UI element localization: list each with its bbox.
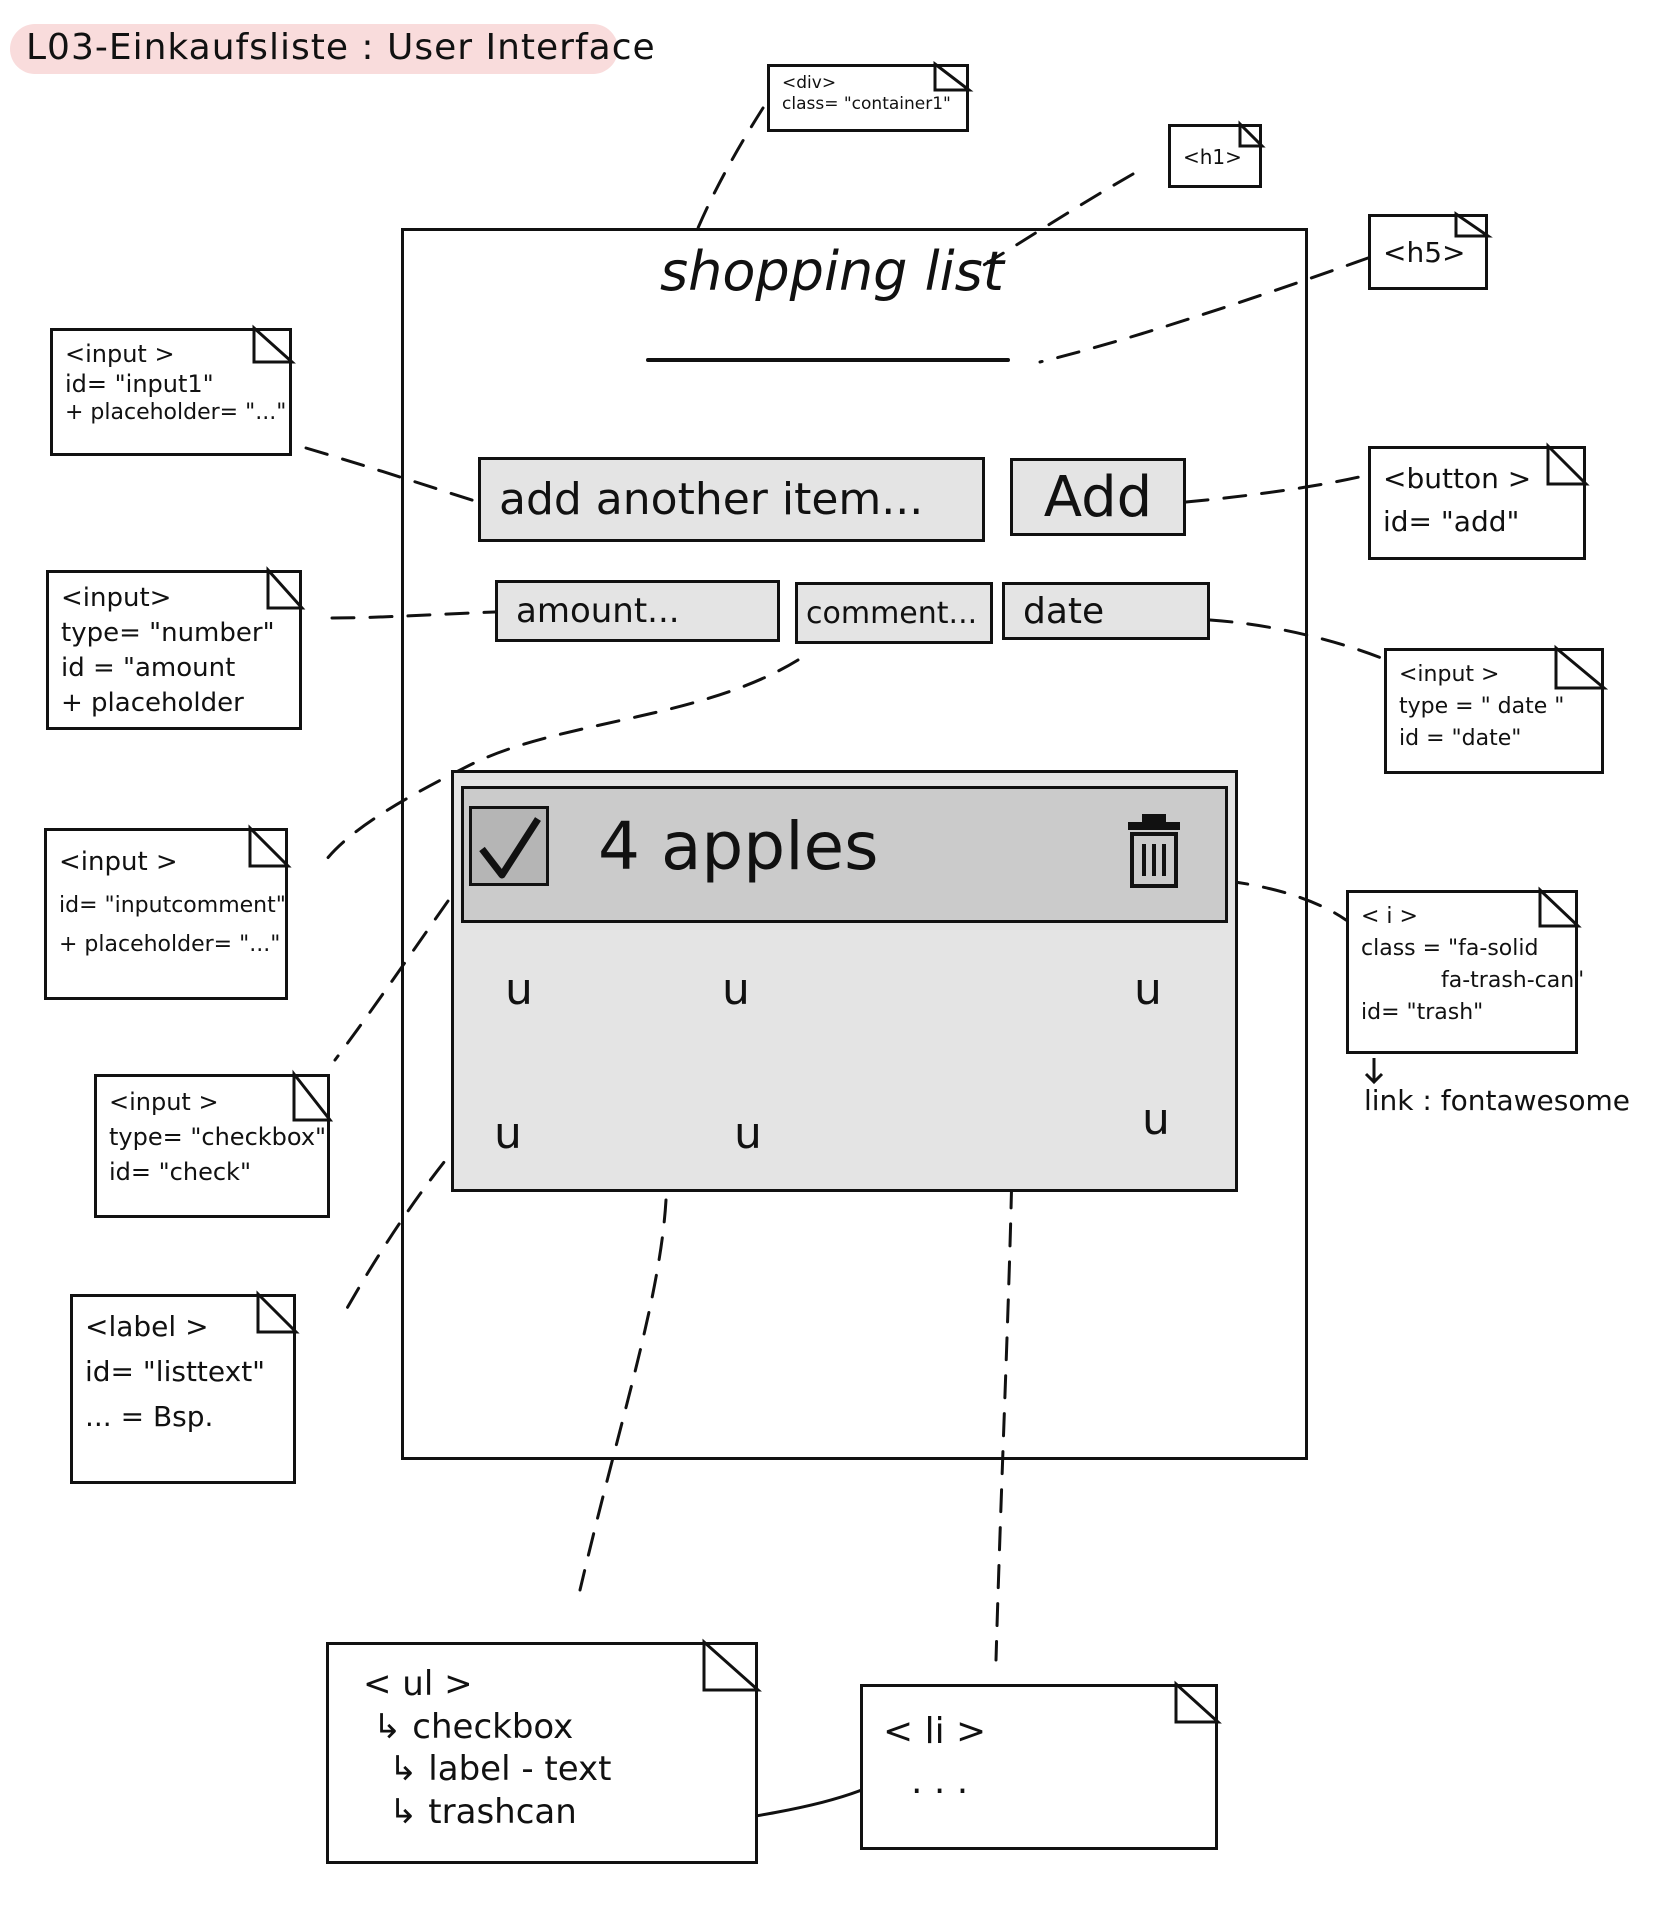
item-label: 4 apples	[598, 808, 879, 885]
note-trash: < i > class = "fa-solid fa-trash-can" id…	[1346, 890, 1585, 1054]
note-line: <input >	[59, 847, 178, 877]
input1-connector	[304, 446, 480, 504]
note-line: + placeholder	[61, 688, 244, 719]
div-connector	[696, 106, 765, 230]
note-line: id = "date"	[1399, 725, 1522, 751]
note-line: type= "number"	[61, 618, 275, 649]
note-input1: <input > id= "input1" + placeholder= "..…	[50, 328, 292, 456]
note-line: . . .	[911, 1761, 969, 1803]
ditto-mark: u	[494, 1108, 522, 1159]
item-input[interactable]: add another item...	[478, 457, 985, 542]
trash-can-icon[interactable]	[1126, 812, 1182, 888]
note-line: type = " date "	[1399, 693, 1565, 719]
note-line: <h1>	[1183, 145, 1242, 169]
note-line: ↳ label - text	[389, 1749, 612, 1789]
amount-connector	[330, 610, 497, 620]
h5-underline	[646, 358, 1010, 362]
title-banner	[10, 24, 618, 74]
note-line: class = "fa-solid	[1361, 935, 1539, 961]
checkbox-connector	[333, 868, 472, 1062]
h5-connector	[1038, 256, 1370, 364]
note-line: id = "amount	[61, 653, 236, 684]
ul-connector	[578, 1198, 668, 1592]
date-input[interactable]: date	[1002, 582, 1210, 640]
add-button[interactable]: Add	[1010, 458, 1186, 536]
note-line: <input >	[1399, 662, 1500, 687]
note-line: <input>	[61, 583, 172, 613]
note-line: + placeholder= "..."	[59, 932, 281, 958]
note-line: id= "add"	[1383, 505, 1520, 539]
note-line: id= "inputcomment"	[59, 892, 286, 918]
note-line: ↳ trashcan	[389, 1791, 577, 1832]
note-li: < li > . . .	[860, 1684, 1218, 1850]
note-line: <label >	[85, 1310, 209, 1343]
page-title: L03-Einkaufsliste : User Interface	[26, 27, 656, 68]
comment-connector	[324, 658, 800, 862]
mockup-heading: shopping list	[660, 240, 1004, 303]
note-checkbox: <input > type= "checkbox" id= "check"	[94, 1074, 330, 1218]
note-line: fa-trash-can"	[1441, 967, 1585, 993]
note-line: id= "trash"	[1361, 999, 1484, 1025]
note-line: < li >	[883, 1711, 987, 1752]
ditto-mark: u	[505, 964, 533, 1015]
ditto-mark: u	[734, 1108, 762, 1159]
note-line: <h5>	[1383, 236, 1466, 269]
note-amount: <input> type= "number" id = "amount + pl…	[46, 570, 302, 730]
note-line: id= "listtext"	[85, 1354, 266, 1388]
ditto-mark: u	[722, 964, 750, 1015]
note-ul: < ul > ↳ checkbox ↳ label - text ↳ trash…	[326, 1642, 758, 1864]
fontawesome-link-note: link : fontawesome	[1364, 1084, 1630, 1117]
note-line: class= "container1"	[782, 94, 951, 115]
comment-input[interactable]: comment...	[795, 582, 993, 644]
note-line: <button >	[1383, 462, 1532, 495]
note-comment: <input > id= "inputcomment" + placeholde…	[44, 828, 288, 1000]
note-line: <div>	[782, 73, 837, 93]
note-line: id= "input1"	[65, 370, 214, 398]
note-line: ... = Bsp.	[85, 1399, 214, 1433]
ditto-mark: u	[1134, 964, 1162, 1015]
note-h1: <h1>	[1168, 124, 1262, 188]
note-line: < i >	[1361, 904, 1418, 929]
item-checkbox[interactable]	[469, 806, 549, 886]
note-line: <input >	[109, 1088, 219, 1116]
note-button: <button > id= "add"	[1368, 446, 1586, 560]
note-line: + placeholder= "..."	[65, 400, 287, 425]
note-line: ↳ checkbox	[373, 1706, 574, 1747]
amount-input[interactable]: amount...	[495, 580, 780, 642]
checkmark-icon	[479, 817, 541, 879]
h1-connector	[970, 172, 1135, 274]
date-connector	[1208, 618, 1398, 666]
note-line: id= "check"	[109, 1157, 251, 1186]
note-line: < ul >	[363, 1664, 473, 1704]
note-line: <input >	[65, 340, 175, 368]
note-line: type= "checkbox"	[109, 1122, 327, 1151]
ditto-mark: u	[1142, 1094, 1170, 1145]
container-frame	[401, 228, 1308, 1460]
list-item	[461, 786, 1228, 923]
